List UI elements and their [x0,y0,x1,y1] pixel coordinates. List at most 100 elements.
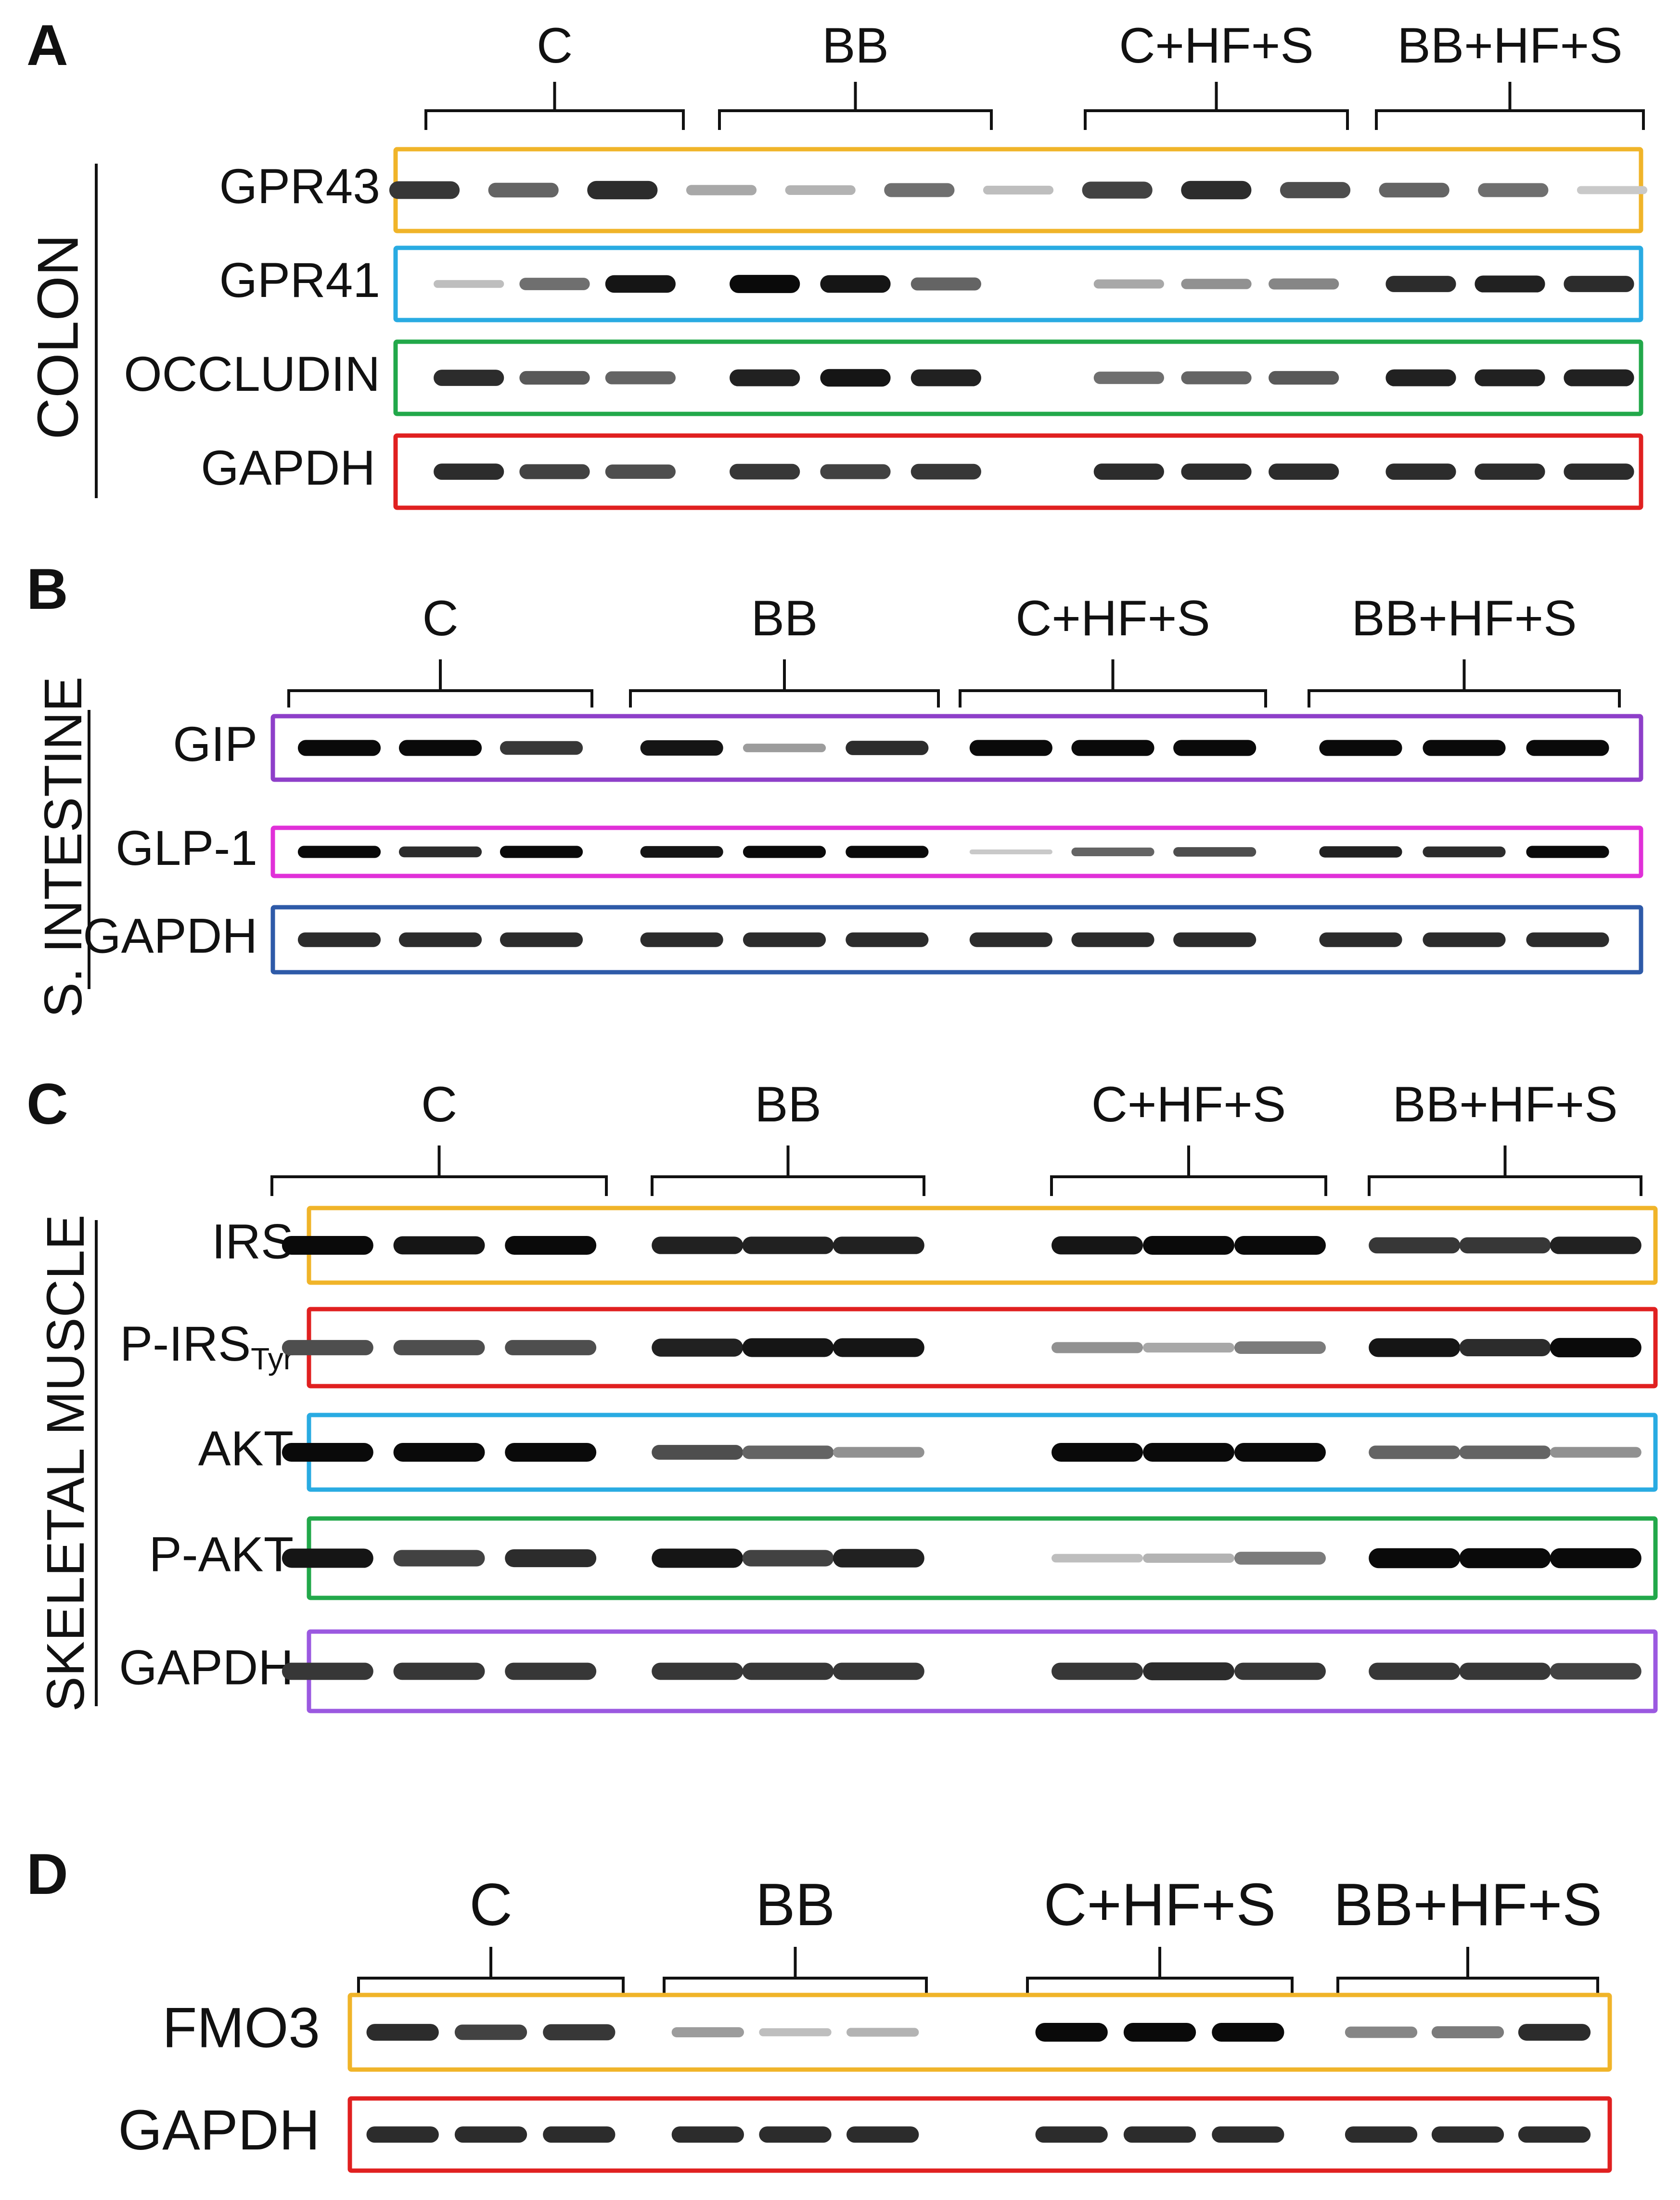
blot-band [1173,932,1257,947]
blot-band [1526,932,1609,947]
tissue-label: S. INTESTINE [34,677,93,1018]
blot-band [393,1550,485,1567]
blot-band [1269,463,1339,480]
group-bracket [651,1145,925,1196]
blot-band [1212,2022,1284,2042]
blot-band [1071,932,1154,947]
blot-band [884,183,955,197]
group-bracket [1084,82,1349,130]
blot-band [1143,1553,1234,1563]
blot-band [743,744,826,752]
blot-band [389,181,460,199]
blot-band [1143,1342,1234,1353]
blot-band [393,1442,485,1462]
blot-band [505,1340,597,1355]
blot-box [393,433,1643,510]
group-label: C [422,591,458,646]
blot-box [347,1993,1612,2072]
group-bracket [1368,1145,1642,1196]
blot-band [1369,1662,1461,1680]
blot-band [1423,740,1506,756]
blot-band [398,740,482,756]
blot-band [1181,180,1252,200]
blot-band [743,932,826,947]
group-label: BB [755,1077,821,1132]
blot-band [742,1338,834,1357]
blot-band [742,1550,834,1567]
blot-band [1269,371,1339,385]
group-label: C+HF+S [1015,591,1210,646]
blot-band [434,280,504,288]
blot-band [1526,846,1609,858]
group-label: C+HF+S [1044,1872,1276,1938]
blot-box [347,2096,1612,2173]
blot-band [1052,1662,1143,1680]
row-label: GAPDH [119,1640,294,1695]
blot-band [1369,1237,1461,1254]
panel-letter: D [26,1842,68,1906]
row-label: GAPDH [118,2098,320,2162]
blot-band [282,1340,373,1355]
blot-band [1564,369,1634,386]
blot-band [1379,182,1449,198]
blot-band [833,1549,924,1568]
blot-band [1093,279,1164,289]
group-label: C+HF+S [1119,18,1314,74]
blot-band [652,1338,744,1357]
blot-band [366,2024,439,2041]
blot-box [270,905,1643,975]
group-label: BB+HF+S [1334,1872,1602,1938]
group-label: BB [756,1872,835,1938]
blot-band [833,1662,924,1680]
blot-band [730,463,800,480]
row-label: AKT [198,1421,294,1476]
blot-band [833,1447,924,1458]
blot-band [1269,278,1339,290]
blot-band [1577,186,1648,194]
blot-band [1550,1236,1642,1254]
group-bracket [424,82,685,130]
blot-band [846,2126,919,2143]
blot-band [820,275,891,293]
blot-band [1550,1663,1642,1680]
blot-box [270,825,1643,878]
blot-band [605,275,676,293]
group-label: BB [751,591,818,646]
blot-band [1475,275,1545,293]
blot-band [1052,1236,1143,1255]
blot-band [1345,2126,1418,2143]
blot-band [846,741,929,755]
group-bracket [1026,1947,1294,1995]
blot-box [393,245,1643,322]
blot-band [1071,740,1154,756]
blot-box [270,714,1643,782]
blot-band [1385,369,1456,386]
group-bracket [1336,1947,1599,1995]
blot-band [505,1662,597,1680]
blot-band [1123,2126,1196,2143]
group-bracket [718,82,993,130]
row-label: GLP-1 [115,821,257,875]
row-label: GPR43 [219,159,381,214]
blot-band [846,2028,919,2037]
blot-band [1212,2126,1284,2143]
blot-band [297,932,381,947]
blot-band [743,846,826,858]
row-label: GAPDH [83,908,257,963]
blot-band [1459,1445,1551,1459]
blot-band [1431,2026,1504,2039]
blot-band [1369,1548,1461,1569]
blot-band [730,369,800,386]
blot-band [1123,2022,1196,2042]
blot-band [505,1235,597,1255]
blot-band [297,846,381,858]
blot-band [1431,2126,1504,2143]
blot-band [969,932,1052,947]
blot-band [833,1236,924,1254]
blot-band [434,370,504,386]
